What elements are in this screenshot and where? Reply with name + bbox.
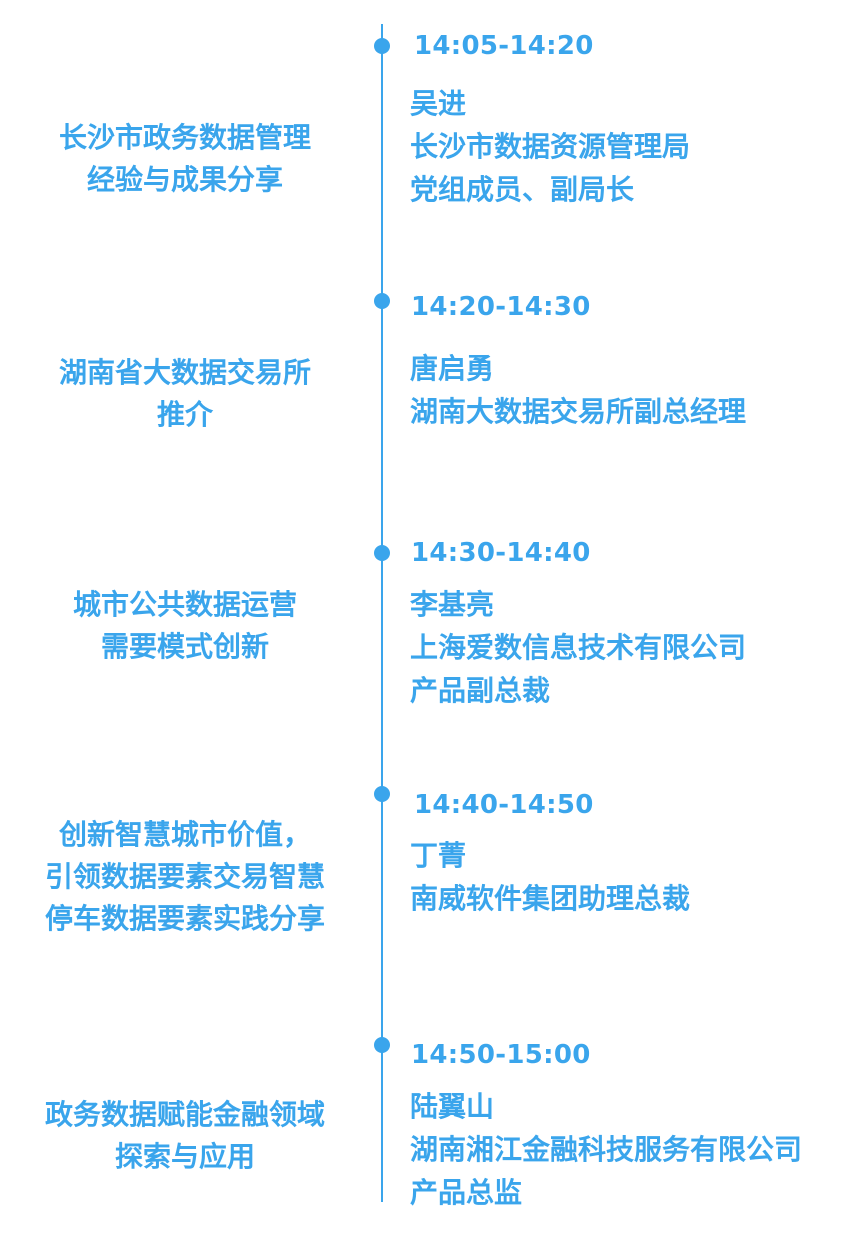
topic-line: 探索与应用 — [114, 1140, 255, 1173]
session-time: 14:40-14:50 — [414, 790, 594, 820]
speaker-name: 陆翼山 — [410, 1090, 495, 1123]
session-speaker: 李基亮 上海爱数信息技术有限公司 产品副总裁 — [410, 583, 746, 712]
session-topic: 创新智慧城市价值， 引领数据要素交易智慧 停车数据要素实践分享 — [20, 814, 350, 940]
speaker-title: 党组成员、副局长 — [410, 173, 635, 206]
session-topic: 长沙市政务数据管理 经验与成果分享 — [20, 117, 350, 201]
speaker-name: 李基亮 — [410, 588, 495, 621]
topic-line: 城市公共数据运营 — [72, 588, 297, 621]
session-speaker: 陆翼山 湖南湘江金融科技服务有限公司 产品总监 — [410, 1085, 802, 1214]
session-speaker: 吴进 长沙市数据资源管理局 党组成员、副局长 — [410, 82, 690, 211]
speaker-org: 南威软件集团助理总裁 — [410, 882, 691, 915]
topic-line: 停车数据要素实践分享 — [44, 902, 325, 935]
speaker-org: 湖南大数据交易所副总经理 — [410, 395, 747, 428]
topic-line: 推介 — [156, 398, 213, 431]
speaker-org: 湖南湘江金融科技服务有限公司 — [410, 1133, 803, 1166]
timeline-line — [381, 24, 383, 1202]
speaker-org: 长沙市数据资源管理局 — [410, 130, 691, 163]
topic-line: 湖南省大数据交易所 — [58, 356, 311, 389]
speaker-org: 上海爱数信息技术有限公司 — [410, 631, 747, 664]
session-speaker: 丁菁 南威软件集团助理总裁 — [410, 834, 690, 920]
session-topic: 政务数据赋能金融领域 探索与应用 — [20, 1094, 350, 1178]
timeline-dot — [374, 293, 390, 309]
topic-line: 创新智慧城市价值， — [58, 818, 311, 851]
topic-line: 政务数据赋能金融领域 — [44, 1098, 325, 1131]
topic-line: 需要模式创新 — [100, 630, 269, 663]
speaker-name: 吴进 — [410, 87, 467, 120]
session-time: 14:05-14:20 — [414, 31, 594, 61]
topic-line: 长沙市政务数据管理 — [58, 121, 311, 154]
topic-line: 经验与成果分享 — [86, 163, 283, 196]
speaker-name: 唐启勇 — [410, 352, 495, 385]
session-time: 14:20-14:30 — [411, 292, 591, 322]
speaker-title: 产品总监 — [410, 1176, 523, 1209]
speaker-title: 产品副总裁 — [410, 674, 551, 707]
timeline-dot — [374, 1037, 390, 1053]
session-topic: 湖南省大数据交易所 推介 — [20, 352, 350, 436]
speaker-name: 丁菁 — [410, 839, 467, 872]
timeline-dot — [374, 786, 390, 802]
timeline-dot — [374, 545, 390, 561]
session-time: 14:50-15:00 — [411, 1040, 591, 1070]
session-time: 14:30-14:40 — [411, 538, 591, 568]
session-topic: 城市公共数据运营 需要模式创新 — [20, 584, 350, 668]
session-speaker: 唐启勇 湖南大数据交易所副总经理 — [410, 347, 746, 433]
timeline-dot — [374, 38, 390, 54]
topic-line: 引领数据要素交易智慧 — [44, 860, 325, 893]
